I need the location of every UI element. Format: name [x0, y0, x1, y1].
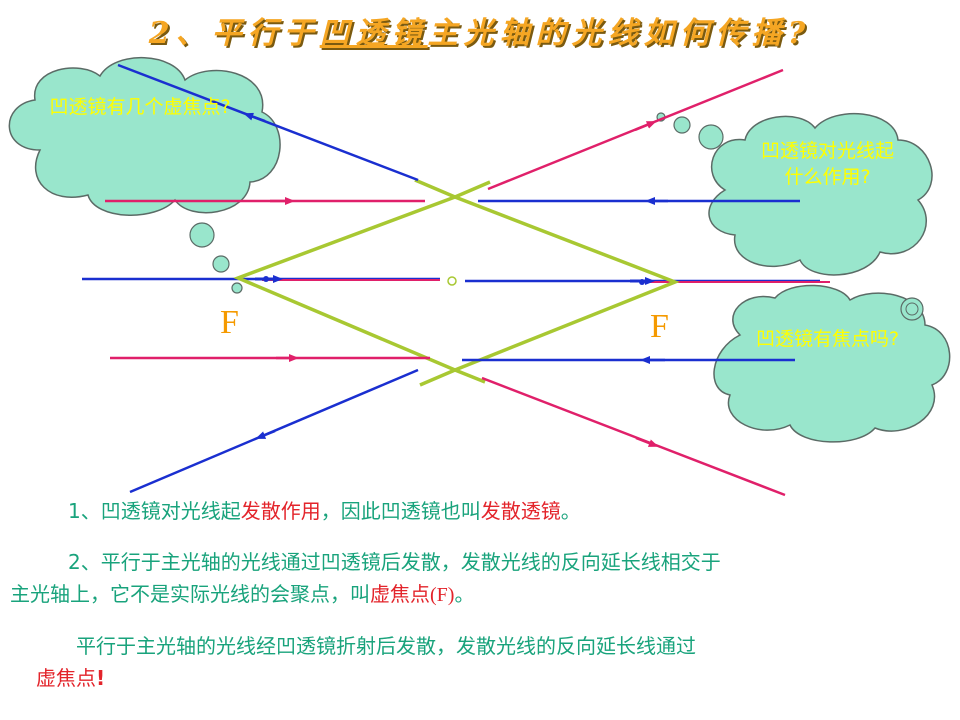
slide-title: 2、平行于凹透镜主光轴的光线如何传播?	[0, 8, 960, 52]
thought-cloud-right-top	[656, 112, 933, 276]
lower-refracted-ray	[481, 376, 786, 497]
focus-label-right: F	[650, 308, 669, 345]
focal-point-right	[639, 279, 645, 285]
paragraph-2: 2、平行于主光轴的光线通过凹透镜后发散，发散光线的反向延长线相交于 主光轴上，它…	[10, 550, 721, 606]
title-underlined: 凹透镜	[319, 16, 428, 51]
concave-lens	[233, 178, 680, 387]
thought-cloud-left-top	[8, 56, 281, 294]
thought-cloud-right-bottom	[713, 284, 951, 443]
upper-left-extension-ray	[117, 63, 419, 182]
cloud-text-right-top: 凹透镜对光线起什么作用?	[760, 140, 894, 188]
cloud-text-left-top: 凹透镜有几个虚焦点?	[49, 96, 231, 118]
title-prefix: 2、平行于	[148, 16, 320, 51]
principal-axis	[82, 275, 830, 286]
focus-label-left: F	[220, 304, 239, 341]
title-suffix: 主光轴的光线如何传播?	[427, 16, 812, 51]
cloud-text-right-bottom: 凹透镜有焦点吗?	[755, 328, 900, 350]
focal-point-left	[263, 276, 269, 282]
paragraph-3: 平行于主光轴的光线经凹透镜折射后发散，发散光线的反向延长线通过 虚焦点!	[36, 634, 696, 690]
lower-left-extension-ray	[129, 368, 419, 494]
upper-refracted-ray	[487, 68, 784, 191]
paragraph-1: 1、凹透镜对光线起发散作用，因此凹透镜也叫发散透镜。	[68, 499, 581, 523]
